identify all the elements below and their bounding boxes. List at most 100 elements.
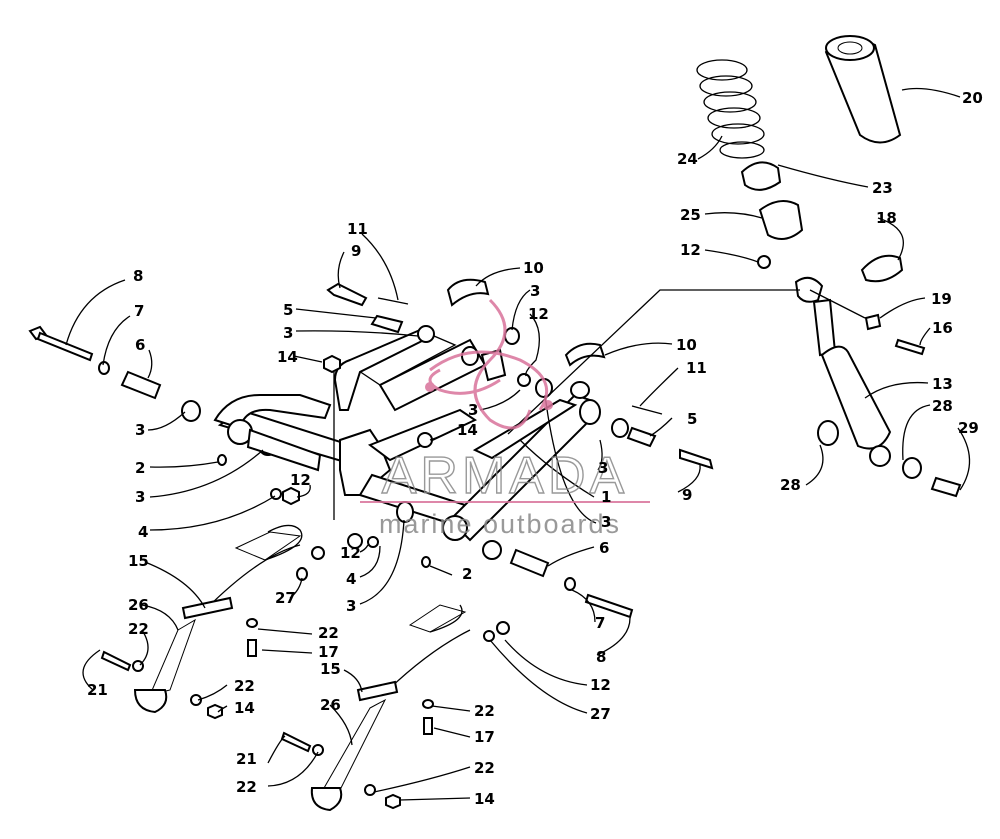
callout-3: 3 (135, 421, 145, 439)
shock-body-13 (812, 298, 837, 357)
nut-14-upper (323, 354, 341, 374)
callout-25: 25 (680, 206, 701, 224)
bolt-8-left (28, 325, 94, 362)
callout-15: 15 (320, 660, 341, 678)
callout-22: 22 (474, 759, 495, 777)
watermark-brand: ARMADA (382, 447, 628, 505)
callout-4: 4 (346, 570, 356, 588)
callout-22: 22 (234, 677, 255, 695)
callout-16: 16 (932, 319, 953, 337)
bushing-28-left (817, 420, 839, 446)
collar-23 (740, 161, 782, 191)
cap-10-upper (446, 278, 490, 307)
callout-23: 23 (872, 179, 893, 197)
nut-12-mid (347, 533, 363, 549)
callout-11: 11 (686, 359, 707, 377)
nut-14-center (417, 432, 433, 448)
watermark: ARMADA marine outboards (360, 298, 650, 539)
callout-8: 8 (596, 648, 606, 666)
leader-lines (65, 87, 971, 801)
callout-12: 12 (528, 305, 549, 323)
callout-18: 18 (876, 209, 897, 227)
callout-6: 6 (599, 539, 609, 557)
callout-12: 12 (340, 544, 361, 562)
callout-11: 11 (347, 220, 368, 238)
callout-26: 26 (128, 596, 149, 614)
callout-22: 22 (128, 620, 149, 638)
nut-12-left (282, 486, 300, 506)
callout-20: 20 (962, 89, 983, 107)
callout-27: 27 (275, 589, 296, 607)
callout-21: 21 (87, 681, 108, 699)
bushing-3-center (461, 346, 479, 366)
footrest-assembly-right (280, 604, 510, 812)
sleeve-29 (930, 476, 962, 498)
callout-14: 14 (474, 790, 495, 808)
callout-13: 13 (932, 375, 953, 393)
callout-27: 27 (590, 705, 611, 723)
nut-12-center (517, 373, 531, 387)
bushing-3-upper (417, 325, 435, 343)
callout-24: 24 (677, 150, 698, 168)
bushing-28-right (902, 457, 922, 479)
bolt-9-upper (326, 282, 368, 307)
armada-logo (425, 298, 553, 430)
callout-3: 3 (601, 513, 611, 531)
callout-17: 17 (474, 728, 495, 746)
washer-4-mid (367, 536, 379, 548)
callout-7: 7 (134, 302, 144, 320)
shock-cylinder (820, 345, 892, 450)
callout-9: 9 (682, 486, 692, 504)
nut-2-left (217, 454, 227, 466)
nut-2-right (421, 556, 431, 568)
callout-22: 22 (236, 778, 257, 796)
adjuster-25 (758, 200, 804, 240)
callout-5: 5 (687, 410, 697, 428)
callout-2: 2 (462, 565, 472, 583)
callout-10: 10 (523, 259, 544, 277)
shock-top-eye (794, 276, 824, 303)
callout-29: 29 (958, 419, 979, 437)
pin-11-lower (631, 405, 663, 415)
parts-art (28, 35, 962, 812)
spacer-5-upper (370, 314, 404, 334)
washer-7-right (564, 577, 576, 591)
callout-10: 10 (676, 336, 697, 354)
callout-14: 14 (234, 699, 255, 717)
callout-28: 28 (932, 397, 953, 415)
callout-3: 3 (598, 459, 608, 477)
callout-28: 28 (780, 476, 801, 494)
bolt-9-lower (679, 448, 714, 470)
spring-24 (696, 59, 765, 159)
bolt-16 (894, 338, 926, 356)
pin-11-upper (377, 297, 409, 305)
bushing-3-upper-b (504, 327, 520, 345)
callout-2: 2 (135, 459, 145, 477)
rear-arm-assembly (213, 327, 601, 542)
callout-3: 3 (135, 488, 145, 506)
callout-12: 12 (590, 676, 611, 694)
callout-3: 3 (530, 282, 540, 300)
callout-12: 12 (290, 471, 311, 489)
callout-8: 8 (133, 267, 143, 285)
callouts: 8 7 6 3 2 3 4 15 26 22 21 22 14 27 12 22… (87, 89, 983, 808)
spacer-5-lower (626, 426, 657, 448)
callout-14: 14 (457, 421, 478, 439)
shock-bottom-eye (869, 445, 891, 467)
cap-10-lower (564, 342, 606, 367)
callout-26: 26 (320, 696, 341, 714)
spacer-6-left (120, 370, 162, 400)
callout-6: 6 (135, 336, 145, 354)
bolt-8-right (584, 593, 634, 619)
callout-3: 3 (468, 401, 478, 419)
callout-3: 3 (346, 597, 356, 615)
bushing-3-left-a (181, 400, 201, 422)
callout-17: 17 (318, 643, 339, 661)
washer-7-left (98, 361, 110, 375)
callout-7: 7 (595, 614, 605, 632)
callout-3: 3 (283, 324, 293, 342)
callout-22: 22 (318, 624, 339, 642)
callout-12: 12 (680, 241, 701, 259)
callout-21: 21 (236, 750, 257, 768)
